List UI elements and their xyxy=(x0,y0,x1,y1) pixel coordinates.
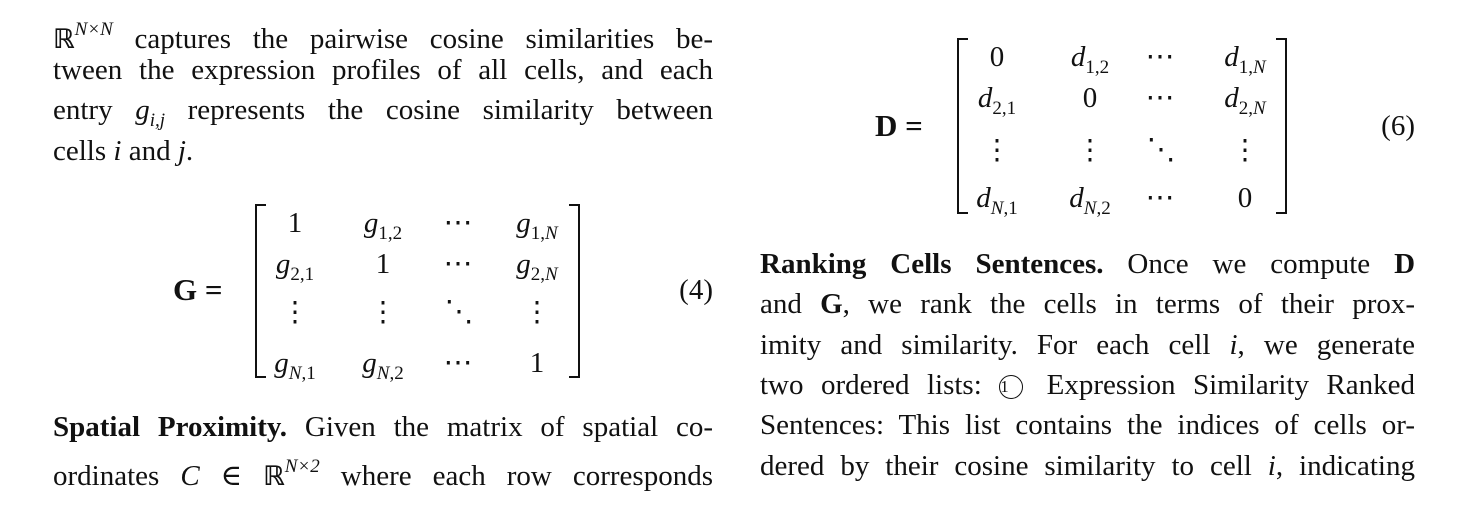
matrix-cell: ⋯ xyxy=(1145,182,1177,214)
text-line: ℝN×N captures the pairwise cosine simila… xyxy=(53,10,713,55)
matrix-cell: ⋯ xyxy=(443,248,475,280)
superscript: N×2 xyxy=(284,456,320,477)
matrix-cell: ⋮ xyxy=(523,297,551,328)
text-span: , we rank the cells in terms of their pr… xyxy=(842,288,1416,320)
real-set-symbol: ℝ xyxy=(53,24,75,55)
matrix-cell: gN,1 xyxy=(274,347,316,384)
text-line: Sentences: This list contains the indice… xyxy=(760,409,1415,441)
math-var: C xyxy=(180,460,200,492)
text-line: Ranking Cells Sentences. Once we compute… xyxy=(760,244,1415,284)
text-line: and G, we rank the cells in terms of the… xyxy=(760,284,1415,324)
matrix-cell: dN,2 xyxy=(1069,182,1111,219)
math-var: i xyxy=(1267,450,1276,482)
paragraph-heading: Spatial Proximity. xyxy=(53,411,288,443)
left-bracket xyxy=(255,204,266,378)
matrix-cell: d1,2 xyxy=(1070,41,1110,78)
text-span: , indicating xyxy=(1275,450,1415,482)
equation-number: (6) xyxy=(1381,110,1415,142)
matrix-cell: ⋮ xyxy=(369,297,397,328)
math-var: i xyxy=(1229,329,1238,361)
matrix-cell: ⋮ xyxy=(1076,135,1104,166)
matrix-cell: 1 xyxy=(529,347,545,379)
text-line: ordinates C ∈ ℝN×2 where each row corres… xyxy=(53,447,713,492)
text-line: cells i and j. xyxy=(53,131,713,171)
text-span: represents the cosine similarity between xyxy=(165,94,713,126)
right-bracket xyxy=(569,204,580,378)
text-span: , we generate xyxy=(1237,329,1415,361)
right-bracket xyxy=(1276,38,1287,214)
math-bold-var: G xyxy=(820,288,843,320)
matrix-cell: g1,N xyxy=(516,207,558,244)
superscript: N×N xyxy=(74,19,113,40)
text-span: dered by their cosine similarity to cell xyxy=(760,450,1268,482)
text-line: tween the expression profiles of all cel… xyxy=(53,54,713,86)
text-span: Given the matrix of spatial co- xyxy=(287,411,714,443)
matrix-cell: ⋯ xyxy=(443,207,475,239)
matrix-cell: 1 xyxy=(375,248,391,280)
text-line: dered by their cosine similarity to cell… xyxy=(760,446,1415,486)
text-line: Spatial Proximity. Given the matrix of s… xyxy=(53,407,713,447)
matrix-cell: d2,1 xyxy=(977,82,1017,119)
left-bracket xyxy=(957,38,968,214)
matrix-cell: dN,1 xyxy=(976,182,1018,219)
matrix-cell: g2,1 xyxy=(275,248,315,285)
text-span: entry xyxy=(53,94,136,126)
matrix-cell: g1,2 xyxy=(363,207,403,244)
text-span: captures the pairwise cosine similaritie… xyxy=(134,23,713,55)
matrix-cell: ⋯ xyxy=(443,347,475,379)
matrix-cell: 0 xyxy=(989,41,1005,73)
subscript: i,j xyxy=(149,110,166,131)
equation-lhs: G = xyxy=(173,272,223,307)
text-line: two ordered lists: 1 Expression Similari… xyxy=(760,365,1415,405)
matrix-cell: ⋮ xyxy=(281,297,309,328)
matrix-cell: ⋯ xyxy=(1145,41,1177,73)
matrix-cell: ⋮ xyxy=(983,135,1011,166)
math-bold-var: D xyxy=(1394,248,1416,280)
real-set-symbol: ℝ xyxy=(263,461,285,492)
equation-lhs: D = xyxy=(875,108,923,143)
math-var: i xyxy=(113,135,122,167)
text-span: . xyxy=(185,135,194,167)
matrix-cell: gN,2 xyxy=(362,347,404,384)
text-line: entry gi,j represents the cosine similar… xyxy=(53,90,713,131)
text-span: Expression Similarity Ranked xyxy=(1029,369,1415,401)
math-var: j xyxy=(177,135,186,167)
text-span: and xyxy=(121,135,178,167)
matrix-cell: 0 xyxy=(1082,82,1098,114)
text-span: and xyxy=(760,288,821,320)
text-span: cells xyxy=(53,135,114,167)
text-span: ordinates xyxy=(53,460,181,492)
math-var: g xyxy=(135,94,150,126)
matrix-cell: ⋱ xyxy=(1146,134,1176,166)
text-line: imity and similarity. For each cell i, w… xyxy=(760,325,1415,365)
circled-number-marker: 1 xyxy=(999,375,1024,399)
matrix-cell: 0 xyxy=(1237,182,1253,214)
matrix-cell: 1 xyxy=(287,207,303,239)
text-span: Once we compute xyxy=(1103,248,1395,280)
equation-number: (4) xyxy=(679,274,713,306)
matrix-cell: g2,N xyxy=(516,248,558,285)
matrix-cell: ⋱ xyxy=(444,296,474,328)
text-span: ∈ xyxy=(199,460,264,492)
equation-4: G = 1 g1,2 ⋯ g1,N g2,1 1 ⋯ g2,N ⋮ ⋮ ⋱ ⋮ gN,1 gN,2 ⋯ 1 (… xyxy=(53,200,713,384)
matrix-cell: d2,N xyxy=(1224,82,1266,119)
matrix-cell: d1,N xyxy=(1224,41,1266,78)
text-span: where each row corresponds xyxy=(319,460,713,492)
text-span: two ordered lists: xyxy=(760,369,1000,401)
text-span: imity and similarity. For each cell xyxy=(760,329,1230,361)
matrix-cell: ⋮ xyxy=(1231,135,1259,166)
matrix-cell: ⋯ xyxy=(1145,82,1177,114)
equation-6: D = 0 d1,2 ⋯ d1,N d2,1 0 ⋯ d2,N ⋮ ⋮ ⋱ ⋮ dN,1 dN,2 ⋯ 0 (… xyxy=(760,34,1415,219)
paragraph-heading: Ranking Cells Sentences. xyxy=(760,248,1104,280)
